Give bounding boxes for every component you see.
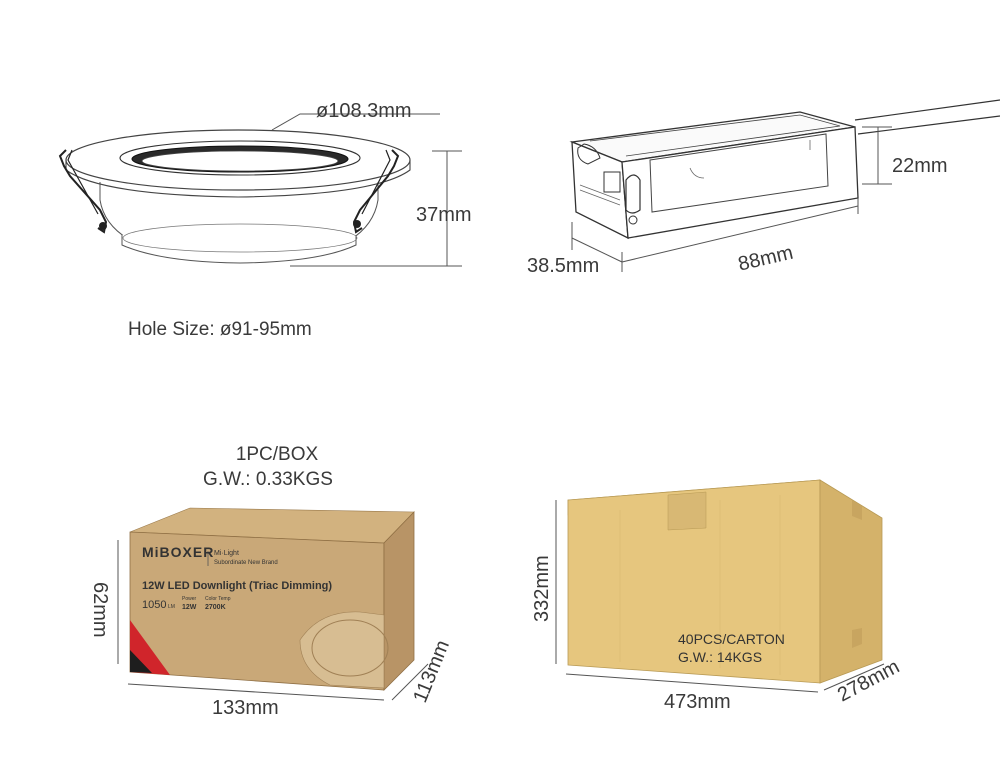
downlight-height-label: 37mm	[416, 204, 472, 226]
downlight-diameter-label: ø108.3mm	[316, 100, 412, 122]
retail-box-power-label: Power	[182, 596, 197, 602]
retail-box-brand: MiBOXER	[142, 544, 214, 560]
carton-weight: G.W.: 14KGS	[678, 649, 762, 665]
driver-height-label: 22mm	[892, 155, 948, 177]
retail-box-power-value: 12W	[182, 604, 197, 611]
retail-box-color-temp-label: Color Temp	[205, 596, 231, 602]
driver-drawing	[569, 99, 1000, 272]
retail-box-dimension-lines	[117, 540, 429, 701]
downlight-drawing	[58, 113, 462, 267]
carton-length-label: 473mm	[664, 691, 731, 713]
carton-packing: 40PCS/CARTON	[678, 631, 785, 647]
driver-length-label: 88mm	[736, 242, 795, 276]
retail-box-product-name: 12W LED Downlight (Triac Dimming)	[142, 580, 332, 592]
retail-box-lumen-unit: LM	[168, 604, 175, 610]
hole-size-label: Hole Size: ø91-95mm	[128, 319, 312, 340]
carton-drawing	[555, 479, 885, 693]
carton-height-label: 332mm	[531, 555, 553, 622]
retail-box-drawing	[129, 507, 415, 691]
retail-box-color-temp-value: 2700K	[205, 604, 226, 611]
driver-width-label: 38.5mm	[527, 255, 599, 277]
retail-box-depth-label: 113mm	[409, 637, 454, 706]
retail-box-brand-line2: Subordinate New Brand	[214, 560, 278, 566]
retail-box-weight: G.W.: 0.33KGS	[203, 469, 333, 490]
retail-box-length-label: 133mm	[212, 697, 279, 719]
retail-box-brand-line1: Mi·Light	[214, 550, 239, 557]
retail-box-lumen: 1050	[142, 599, 166, 611]
retail-box-packing: 1PC/BOX	[236, 444, 319, 465]
retail-box-height-label: 62mm	[89, 582, 111, 638]
